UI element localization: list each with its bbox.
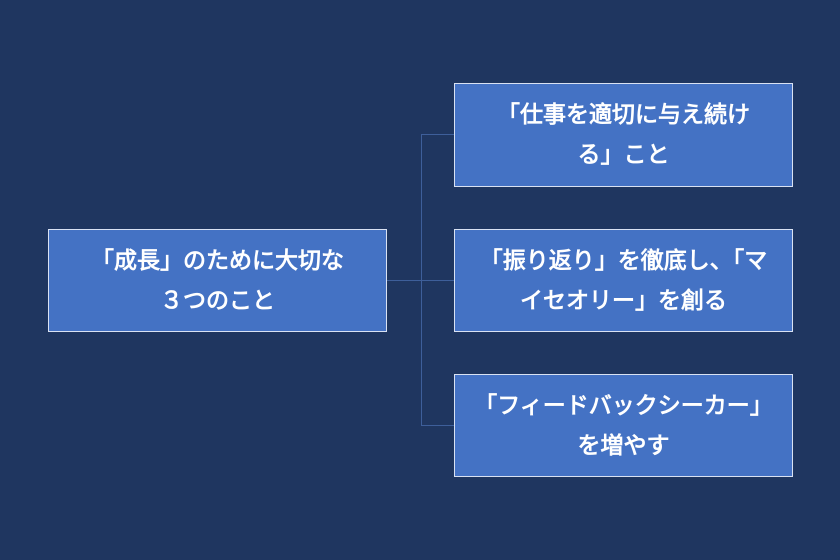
root-node: 「成長」のために大切な ３つのこと (48, 229, 387, 332)
root-node-label: 「成長」のために大切な ３つのこと (91, 247, 344, 314)
child-node-2: 「振り返り」を徹底し、「マ イセオリー」を創る (454, 229, 793, 332)
connector-root-horizontal (387, 280, 421, 281)
connector-branch-3 (421, 425, 454, 426)
child-node-3-label: 「フィードバックシーカー」 を増やす (474, 392, 773, 459)
child-node-1: 「仕事を適切に与え続け る」こと (454, 83, 793, 187)
connector-vertical-trunk (421, 134, 422, 425)
connector-branch-2 (421, 280, 454, 281)
child-node-1-label: 「仕事を適切に与え続け る」こと (497, 102, 750, 168)
connector-branch-1 (421, 134, 454, 135)
child-node-2-label: 「振り返り」を徹底し、「マ イセオリー」を創る (479, 247, 768, 314)
child-node-3: 「フィードバックシーカー」 を増やす (454, 374, 793, 477)
